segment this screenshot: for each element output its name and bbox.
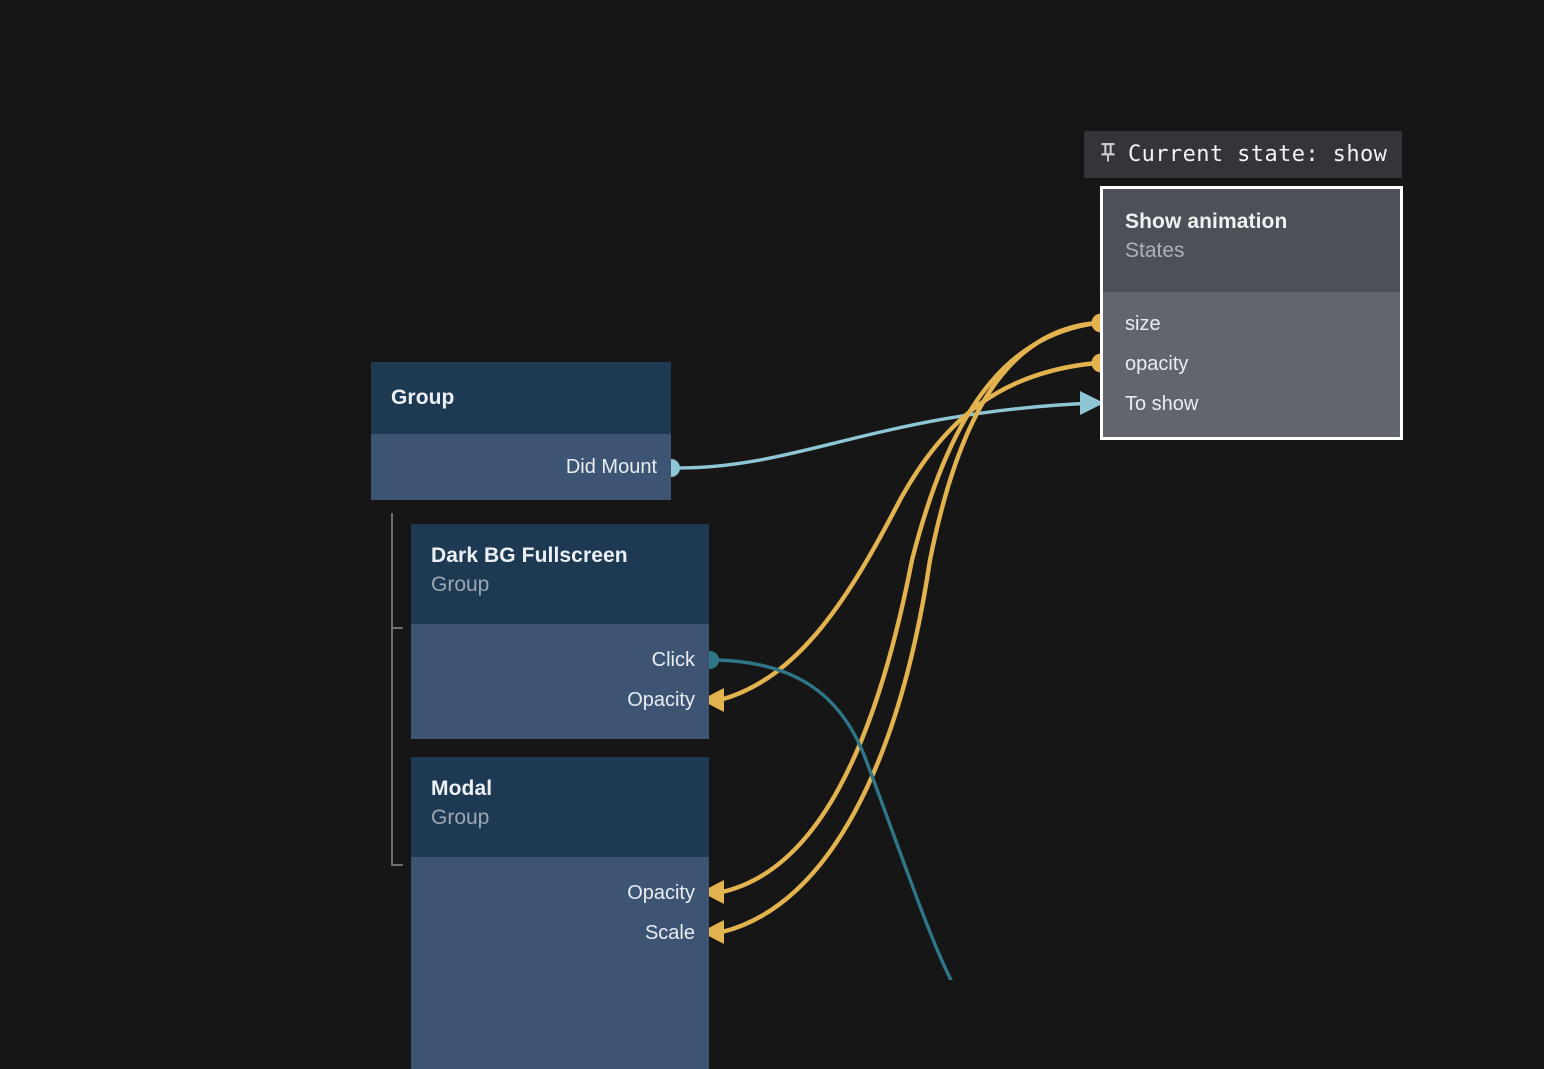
tree-rail-stub-modal (391, 864, 403, 866)
node-modal[interactable]: Modal Group Opacity Scale (411, 757, 709, 1069)
node-group-header[interactable]: Group (371, 362, 671, 434)
port-row-opacity[interactable]: opacity (1103, 344, 1400, 384)
node-dark-bg-fullscreen-subtitle: Group (431, 573, 490, 596)
wire-size-to-modal-opacity (719, 320, 1100, 895)
node-show-animation[interactable]: Show animation States size opacity To sh… (1100, 186, 1403, 440)
node-group-body: Did Mount (371, 434, 671, 500)
node-group-title: Group (391, 386, 455, 409)
node-show-animation-title: Show animation (1125, 210, 1288, 233)
node-show-animation-subtitle: States (1125, 239, 1185, 262)
port-row-click[interactable]: Click (411, 640, 709, 680)
node-group[interactable]: Group Did Mount (371, 362, 671, 500)
node-dark-bg-fullscreen[interactable]: Dark BG Fullscreen Group Click Opacity (411, 524, 709, 739)
current-state-tooltip[interactable]: Current state: show (1084, 131, 1403, 178)
node-modal-body: Opacity Scale (411, 857, 709, 1069)
port-row-to-show[interactable]: To show (1103, 384, 1400, 424)
port-label-did-mount: Did Mount (565, 456, 657, 478)
node-dark-bg-fullscreen-title: Dark BG Fullscreen (431, 544, 628, 567)
current-state-text: Current state: show (1128, 142, 1388, 167)
tree-rail-vertical (391, 513, 393, 866)
node-dark-bg-fullscreen-body: Click Opacity (411, 624, 709, 739)
port-label-size: size (1125, 313, 1161, 335)
port-label-to-show: To show (1125, 393, 1199, 415)
node-show-animation-header[interactable]: Show animation States (1103, 189, 1400, 292)
port-row-modal-scale[interactable]: Scale (411, 913, 709, 953)
port-row-modal-opacity[interactable]: Opacity (411, 873, 709, 913)
node-modal-title: Modal (431, 777, 493, 800)
node-modal-header[interactable]: Modal Group (411, 757, 709, 857)
wire-opacity-to-darkbg-opacity (717, 360, 1100, 703)
port-label-click: Click (651, 649, 695, 671)
port-row-did-mount[interactable]: Did Mount (371, 447, 671, 487)
port-row-darkbg-opacity[interactable]: Opacity (411, 680, 709, 720)
port-row-size[interactable]: size (1103, 304, 1400, 344)
node-show-animation-body: size opacity To show (1103, 292, 1400, 437)
tree-rail-stub-darkbg (391, 627, 403, 629)
port-label-darkbg-opacity: Opacity (627, 689, 695, 711)
wire-click-offscreen (715, 658, 953, 980)
node-modal-subtitle: Group (431, 806, 490, 829)
pin-icon[interactable] (1098, 141, 1118, 168)
port-label-modal-opacity: Opacity (627, 882, 695, 904)
node-dark-bg-fullscreen-header[interactable]: Dark BG Fullscreen Group (411, 524, 709, 624)
port-label-modal-scale: Scale (644, 922, 695, 944)
wire-size-to-modal-scale (719, 320, 1100, 935)
wire-didmount-to-toshow (677, 401, 1096, 470)
port-label-opacity: opacity (1125, 353, 1189, 375)
